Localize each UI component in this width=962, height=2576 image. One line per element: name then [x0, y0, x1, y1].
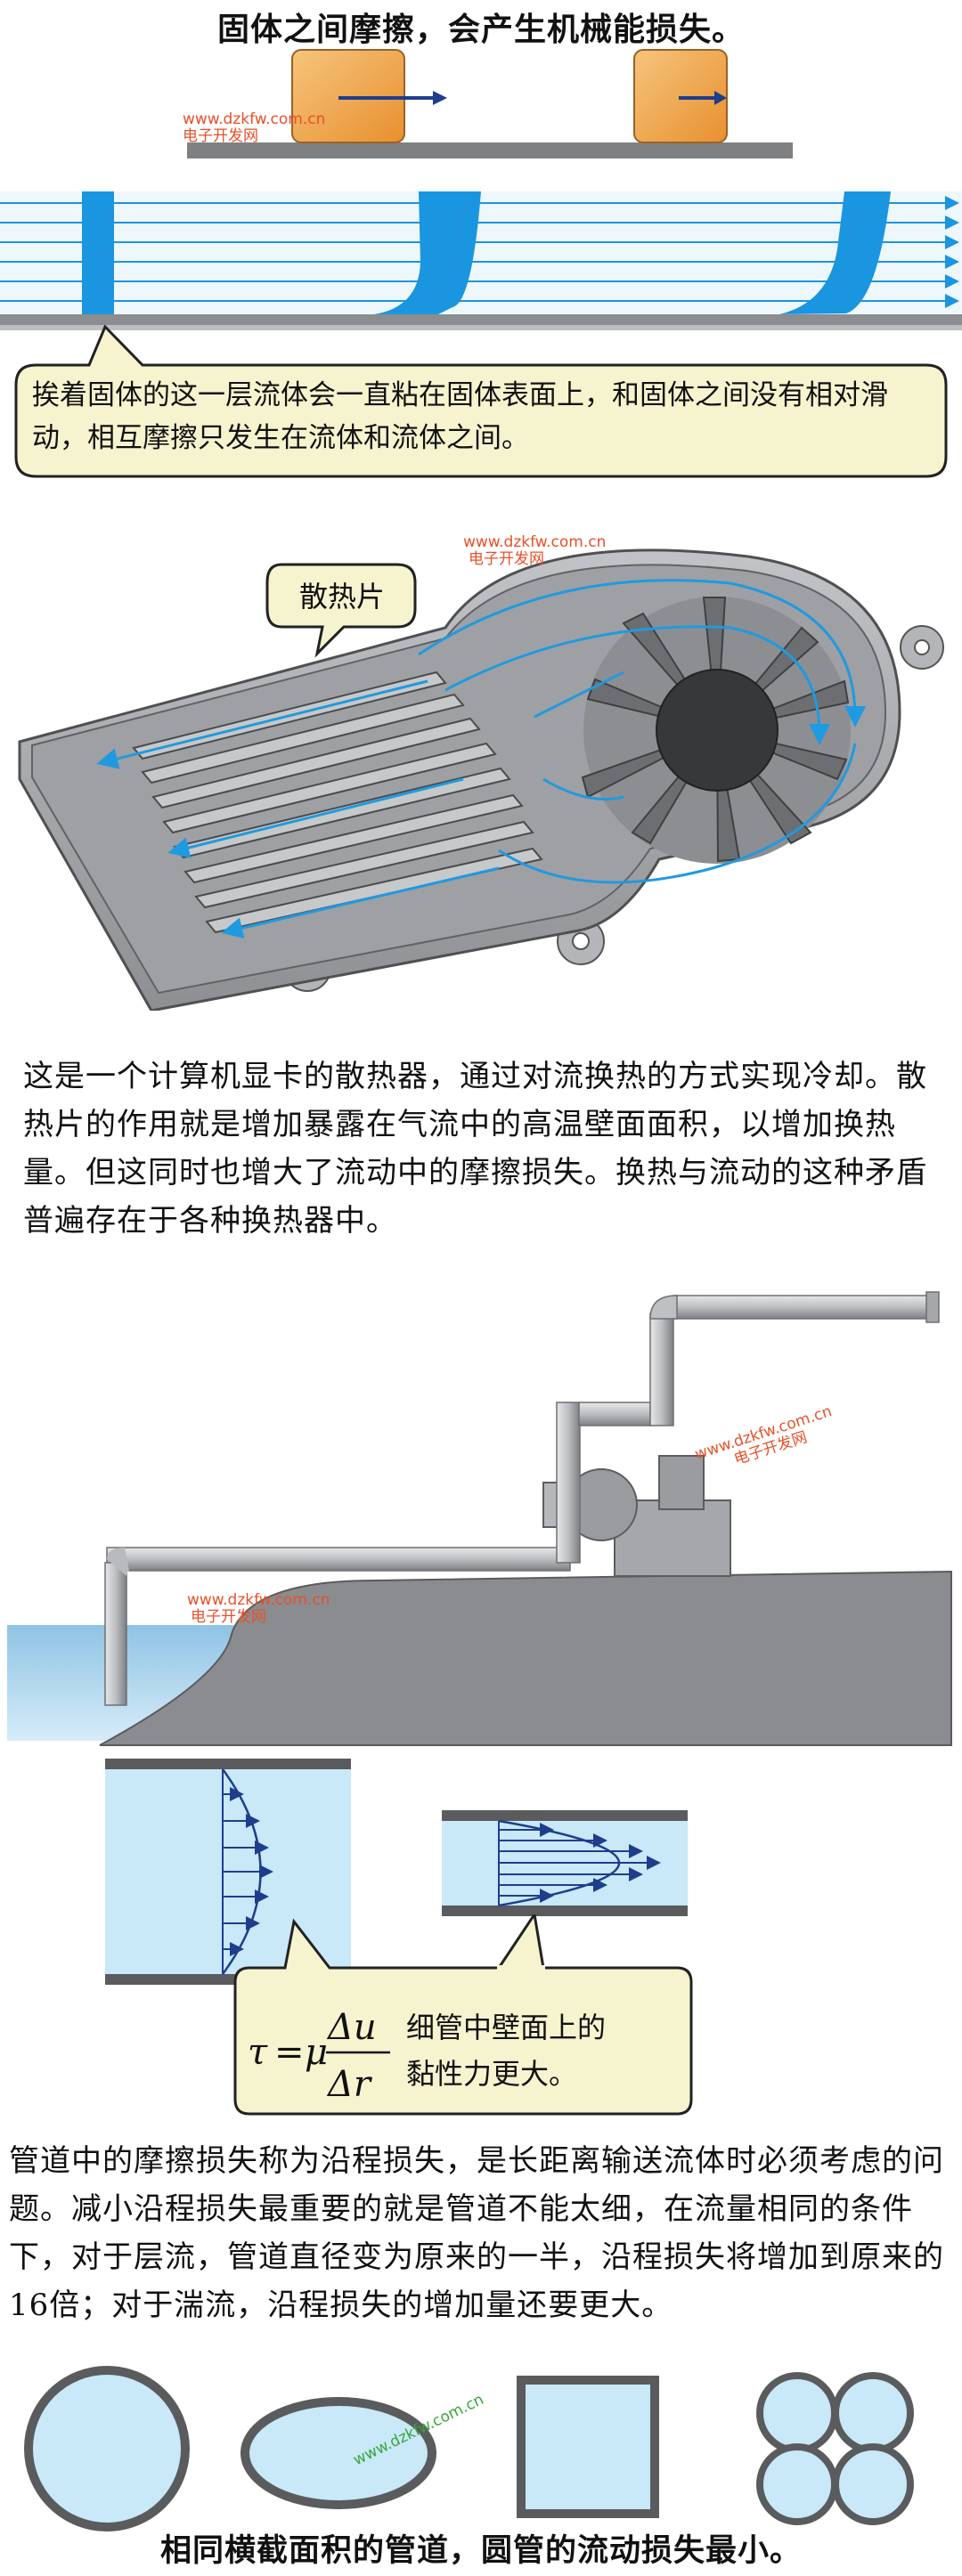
pipeline-illustration: [7, 1291, 952, 1746]
watermark-name: 电子开发网: [183, 127, 258, 145]
arrow-right-icon: [714, 91, 727, 105]
callout-boundary-layer-bubble: [14, 325, 948, 478]
caption-cross-section: 相同横截面积的管道，圆管的流动损失最小。: [159, 2532, 802, 2569]
airflow-lines: [96, 579, 866, 939]
watermark-url: www.dzkfw.com.cn: [183, 110, 326, 128]
square-pipe: [517, 2376, 659, 2518]
circular-pipe: [24, 2366, 190, 2531]
formula-note-line1: 细管中壁面上的: [406, 2011, 606, 2044]
formula-equals: =: [274, 2032, 305, 2073]
watermark-url: www.dzkfw.com.cn: [463, 533, 607, 551]
fluid-band-middle: [374, 191, 481, 314]
heatsink-illustration: [18, 549, 944, 1011]
solid-wall: [0, 314, 962, 325]
velocity-profile-illustration: [105, 1759, 688, 1985]
callout-boundary-layer: 挨着固体的这一层流体会一直粘在固体表面上，和固体之间没有相对滑动，相互摩擦只发生…: [32, 379, 888, 454]
caption-solid-friction: 固体之间摩擦，会产生机械能损失。: [216, 11, 745, 48]
fan-blades: [581, 597, 850, 863]
ground-terrain: [99, 1570, 952, 1746]
four-small-pipes: [756, 2372, 914, 2525]
fluid-band-initial: [82, 191, 114, 314]
pipe-horizontal: [106, 1547, 571, 1572]
formula-note-line2: 黏性力更大。: [406, 2057, 577, 2091]
friction-illustration: [0, 49, 962, 330]
fluid-band-right: [779, 191, 891, 314]
arrow-right-icon: [433, 91, 447, 105]
watermark-name: 电子开发网: [191, 1608, 266, 1626]
fin-label-bubble: [265, 563, 417, 658]
pipe-intake: [104, 1562, 127, 1706]
pipe-riser: [649, 1312, 674, 1426]
formula-denominator: Δr: [326, 2064, 373, 2105]
fan-hub: [656, 669, 779, 792]
pipeline-paragraph: 管道中的摩擦损失称为沿程损失，是长距离输送流体时必须考虑的问题。减小沿程损失最重…: [9, 2143, 944, 2323]
formula-numerator: Δu: [326, 2007, 377, 2048]
watermark-url: www.dzkfw.com.cn: [187, 1591, 330, 1609]
heatsink-paragraph: 这是一个计算机显卡的散热器，通过对流换热的方式实现冷却。散热片的作用就是增加暴露…: [23, 1059, 927, 1239]
fin-label: 散热片: [298, 580, 385, 614]
formula-tau: τ: [248, 2032, 268, 2073]
streamlines: [0, 196, 959, 308]
ground-bar: [187, 142, 793, 158]
formula-mu: μ: [305, 2032, 328, 2073]
formula-bubble: τ = μ Δu Δr 细管中壁面上的 黏性力更大。: [233, 1914, 693, 2116]
cross-section-illustration: [24, 2366, 914, 2531]
elliptical-pipe: [240, 2397, 436, 2509]
watermark-name: 电子开发网: [469, 550, 544, 568]
pipe-outlet: [673, 1295, 933, 1320]
